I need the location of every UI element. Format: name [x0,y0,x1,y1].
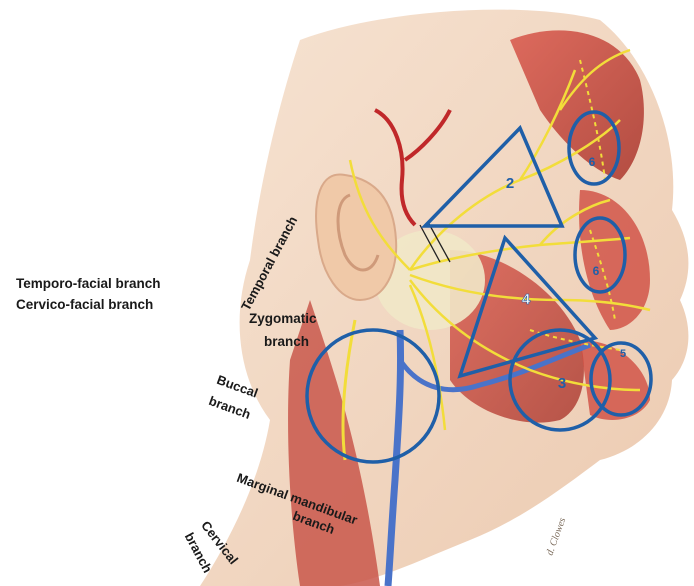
label-zygomatic-2: branch [264,334,309,350]
marker-6-lower: 6 [593,264,600,278]
marker-2: 2 [506,175,514,192]
marker-5: 5 [620,348,626,360]
marker-4: 4 [522,291,531,308]
marker-3: 3 [558,375,566,392]
label-cervico-facial: Cervico-facial branch [16,297,153,313]
marker-6-upper: 6 [589,155,596,169]
artist-signature: d. Clowes [544,516,568,557]
label-zygomatic-1: Zygomatic [249,311,317,327]
label-temporo-facial: Temporo-facial branch [16,276,161,292]
